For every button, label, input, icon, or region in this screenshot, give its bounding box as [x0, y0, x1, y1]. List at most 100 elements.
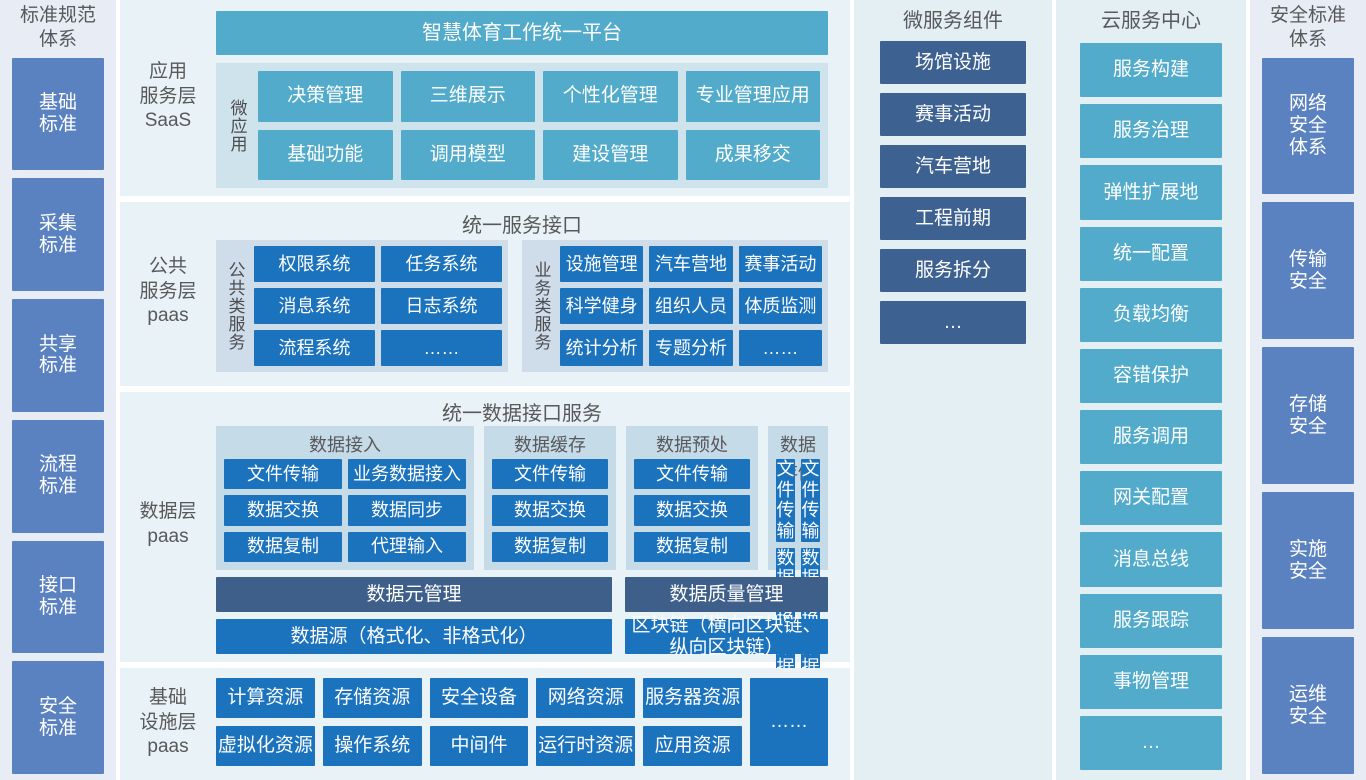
business-tile-thematic[interactable]: 专题分析 — [649, 330, 733, 366]
microservice-tile-split[interactable]: 服务拆分 — [880, 249, 1026, 292]
business-tile-personnel[interactable]: 组织人员 — [649, 288, 733, 324]
bar-metadata-management[interactable]: 数据元管理 — [216, 577, 612, 612]
security-standards-list: 网络 安全 体系 传输 安全 存储 安全 实施 安全 运维 安全 — [1250, 57, 1366, 780]
cache-tile-exchange[interactable]: 数据交换 — [492, 495, 608, 526]
bar-blockchain[interactable]: 区块链（横向区块链、纵向区块链） — [625, 615, 828, 658]
security-item-implementation[interactable]: 实施 安全 — [1262, 492, 1354, 630]
infra-tile-network[interactable]: 网络资源 — [536, 678, 636, 718]
cloud-tile-transaction-management[interactable]: 事物管理 — [1080, 654, 1222, 709]
security-item-network[interactable]: 网络 安全 体系 — [1262, 57, 1354, 195]
business-tile-statistics[interactable]: 统计分析 — [560, 330, 644, 366]
standard-item-security[interactable]: 安全 标准 — [12, 661, 104, 774]
infra-tile-more[interactable]: …… — [750, 678, 828, 766]
preprocess-tile-exchange[interactable]: 数据交换 — [634, 495, 750, 526]
standard-item-collection[interactable]: 采集 标准 — [12, 178, 104, 291]
data-groups: 数据接入 文件传输 业务数据接入 数据交换 数据同步 数据复制 代理输入 数据缓… — [216, 426, 828, 720]
cloud-tile-service-tracking[interactable]: 服务跟踪 — [1080, 593, 1222, 648]
infra-tile-virtualization[interactable]: 虚拟化资源 — [216, 726, 315, 766]
app-tile-decision[interactable]: 决策管理 — [258, 71, 393, 122]
cloud-tile-message-bus[interactable]: 消息总线 — [1080, 532, 1222, 587]
service-tile-task[interactable]: 任务系统 — [381, 246, 502, 282]
data-layer-body: 统一数据接口服务 数据接入 文件传输 业务数据接入 数据交换 数据同步 数据复制… — [216, 396, 840, 720]
business-tile-event[interactable]: 赛事活动 — [738, 246, 822, 282]
standard-item-interface[interactable]: 接口 标准 — [12, 540, 104, 654]
infra-tile-storage[interactable]: 存储资源 — [322, 678, 422, 718]
cloud-tile-elastic-scaling[interactable]: 弹性扩展地 — [1080, 165, 1222, 220]
cloud-tile-service-build[interactable]: 服务构建 — [1080, 43, 1222, 98]
data-layer: 数据层 paas 统一数据接口服务 数据接入 文件传输 业务数据接入 数据交换 … — [120, 392, 850, 720]
app-tile-professional[interactable]: 专业管理应用 — [685, 71, 820, 122]
cache-tile-file-transfer[interactable]: 文件传输 — [492, 459, 608, 490]
infra-tile-security-device[interactable]: 安全设备 — [429, 678, 529, 718]
standard-item-process[interactable]: 流程 标准 — [12, 419, 104, 533]
data-tile-sync[interactable]: 数据同步 — [348, 495, 466, 526]
app-tile-call-model[interactable]: 调用模型 — [400, 129, 535, 180]
standard-item-sharing[interactable]: 共享 标准 — [12, 299, 104, 412]
infrastructure-layer: 基础 设施层 paas 计算资源 存储资源 安全设备 网络资源 服务器资源 虚拟… — [120, 668, 850, 780]
microservice-tile-venue[interactable]: 场馆设施 — [880, 41, 1026, 84]
bar-data-source[interactable]: 数据源（格式化、非格式化） — [216, 619, 612, 654]
cloud-tile-gateway-config[interactable]: 网关配置 — [1080, 471, 1222, 526]
preprocess-tile-file-transfer[interactable]: 文件传输 — [634, 459, 750, 490]
security-item-storage[interactable]: 存储 安全 — [1262, 347, 1354, 485]
infrastructure-layer-body: 计算资源 存储资源 安全设备 网络资源 服务器资源 虚拟化资源 操作系统 中间件… — [216, 672, 840, 774]
storage-tile-file-transfer-1[interactable]: 文件传输 — [776, 459, 795, 542]
data-group-cache-title: 数据缓存 — [514, 435, 586, 455]
infra-tile-compute[interactable]: 计算资源 — [216, 678, 315, 718]
data-group-preprocess: 数据预处 文件传输 数据交换 数据复制 — [626, 426, 758, 570]
data-tile-file-transfer[interactable]: 文件传输 — [224, 459, 342, 490]
app-tile-handover[interactable]: 成果移交 — [685, 129, 820, 180]
preprocess-tile-replication[interactable]: 数据复制 — [634, 531, 750, 562]
service-tile-log[interactable]: 日志系统 — [381, 288, 502, 324]
app-tile-basic-function[interactable]: 基础功能 — [258, 129, 393, 180]
data-tile-exchange[interactable]: 数据交换 — [224, 495, 342, 526]
business-tile-physique[interactable]: 体质监测 — [738, 288, 822, 324]
microservice-tile-more[interactable]: … — [880, 301, 1026, 344]
cloud-tile-more[interactable]: … — [1080, 715, 1222, 771]
business-tile-campsite[interactable]: 汽车营地 — [649, 246, 733, 282]
service-tile-message[interactable]: 消息系统 — [254, 288, 375, 324]
infra-tile-os[interactable]: 操作系统 — [322, 726, 422, 766]
data-group-cache: 数据缓存 文件传输 数据交换 数据复制 — [484, 426, 616, 570]
security-item-transmission[interactable]: 传输 安全 — [1262, 202, 1354, 340]
business-tile-facility[interactable]: 设施管理 — [560, 246, 644, 282]
data-tile-agent-input[interactable]: 代理输入 — [348, 531, 466, 562]
infra-tile-server[interactable]: 服务器资源 — [643, 678, 742, 718]
infra-tile-runtime[interactable]: 运行时资源 — [536, 726, 636, 766]
microservice-tile-campsite[interactable]: 汽车营地 — [880, 145, 1026, 188]
data-tile-replication[interactable]: 数据复制 — [224, 531, 342, 562]
cloud-tile-fault-tolerance[interactable]: 容错保护 — [1080, 348, 1222, 404]
security-item-operations[interactable]: 运维 安全 — [1262, 637, 1354, 775]
business-tile-more[interactable]: …… — [738, 330, 822, 366]
cloud-tile-service-invocation[interactable]: 服务调用 — [1080, 410, 1222, 465]
cache-tile-replication[interactable]: 数据复制 — [492, 531, 608, 562]
data-group-preprocess-title: 数据预处 — [656, 435, 728, 455]
infrastructure-layer-label: 基础 设施层 paas — [139, 686, 197, 758]
infra-tile-application[interactable]: 应用资源 — [643, 726, 742, 766]
microservice-tile-preproject[interactable]: 工程前期 — [880, 197, 1026, 240]
app-tile-construction[interactable]: 建设管理 — [543, 129, 678, 180]
storage-tile-file-transfer-2[interactable]: 文件传输 — [801, 459, 820, 542]
data-group-storage: 数据存储 文件传输 文件传输 数据交换 数据交换 数据复制 数据复制 — [768, 426, 828, 720]
app-tile-personalized[interactable]: 个性化管理 — [543, 71, 678, 122]
business-tile-fitness[interactable]: 科学健身 — [560, 288, 644, 324]
business-service-grid: 设施管理 汽车营地 赛事活动 科学健身 组织人员 体质监测 统计分析 专题分析 … — [560, 246, 822, 366]
data-tile-business-access[interactable]: 业务数据接入 — [348, 459, 466, 490]
service-tile-more[interactable]: …… — [381, 330, 502, 366]
cloud-tile-unified-config[interactable]: 统一配置 — [1080, 226, 1222, 281]
bar-data-quality-management[interactable]: 数据质量管理 — [625, 577, 828, 612]
app-tile-3d-display[interactable]: 三维展示 — [400, 71, 535, 122]
microservice-column: 微服务组件 场馆设施 赛事活动 汽车营地 工程前期 服务拆分 … — [854, 0, 1052, 780]
standard-item-basic[interactable]: 基础 标准 — [12, 57, 104, 171]
service-tile-workflow[interactable]: 流程系统 — [254, 330, 375, 366]
micro-app-group-label: 微应用 — [227, 98, 247, 153]
source-bar-row: 数据源（格式化、非格式化） 区块链（横向区块链、纵向区块链） — [216, 615, 828, 658]
microservice-tile-event[interactable]: 赛事活动 — [880, 93, 1026, 136]
micro-app-grid: 决策管理 三维展示 个性化管理 专业管理应用 基础功能 调用模型 建设管理 成果… — [258, 71, 820, 180]
service-tile-permission[interactable]: 权限系统 — [254, 246, 375, 282]
infra-tile-middleware[interactable]: 中间件 — [429, 726, 529, 766]
cloud-tile-load-balancing[interactable]: 负载均衡 — [1080, 287, 1222, 342]
public-service-layer-body: 统一服务接口 公共类服务 权限系统 任务系统 消息系统 日志系统 流程系统 …… — [216, 206, 840, 378]
cloud-tile-service-governance[interactable]: 服务治理 — [1080, 104, 1222, 159]
